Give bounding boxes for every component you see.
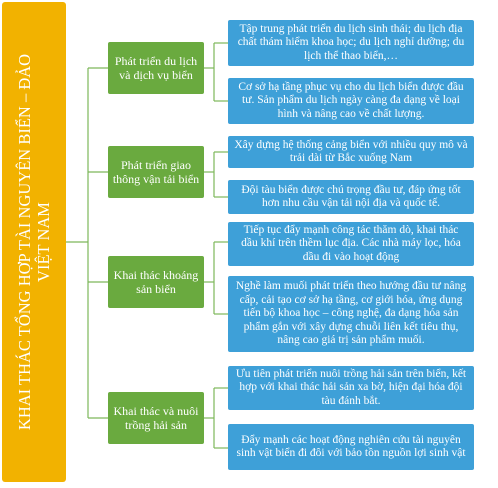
branch-tourism: Phát triển du lịch và dịch vụ biển [108, 42, 204, 94]
branch-fisheries: Khai thác và nuôi trồng hải sản [108, 392, 204, 444]
leaf-minerals-2: Nghề làm muối phát triển theo hướng đầu … [228, 276, 474, 352]
branch-transport: Phát triển giao thông vận tải biển [108, 146, 204, 198]
branch-minerals: Khai thác khoáng sản biển [108, 256, 204, 308]
branch-label: Khai thác và nuôi trồng hải sản [113, 404, 199, 432]
root-node: KHAI THÁC TỔNG HỢP TÀI NGUYÊN BIỂN – ĐẢO… [2, 2, 66, 482]
leaf-text: Đẩy mạnh các hoạt động nghiên cứu tài ng… [236, 433, 466, 460]
leaf-text: Xây dựng hệ thống cảng biển với nhiều qu… [234, 138, 468, 165]
leaf-minerals-1: Tiếp tục đẩy mạnh công tác thăm dò, khai… [228, 222, 474, 266]
leaf-text: Đội tàu biển được chú trọng đầu tư, đáp … [241, 183, 461, 210]
leaf-fisheries-1: Ưu tiên phát triển nuôi trồng hải sản tr… [228, 366, 474, 410]
leaf-text: Ưu tiên phát triển nuôi trồng hải sản tr… [235, 367, 467, 407]
branch-label: Khai thác khoáng sản biển [113, 268, 199, 296]
leaf-text: Tiếp tục đẩy mạnh công tác thăm dò, khai… [241, 223, 461, 263]
leaf-transport-2: Đội tàu biển được chú trọng đầu tư, đáp … [228, 180, 474, 214]
root-title-line1: KHAI THÁC TỔNG HỢP TÀI NGUYÊN BIỂN – ĐẢO [15, 53, 34, 431]
leaf-text: Nghề làm muối phát triển theo hướng đầu … [235, 280, 467, 347]
branch-label: Phát triển du lịch và dịch vụ biển [114, 54, 198, 82]
leaf-text: Cơ sở hạ tầng phục vụ cho du lịch biển đ… [238, 80, 464, 120]
leaf-tourism-2: Cơ sở hạ tầng phục vụ cho du lịch biển đ… [228, 78, 474, 124]
root-title: KHAI THÁC TỔNG HỢP TÀI NGUYÊN BIỂN – ĐẢO… [15, 54, 53, 430]
branch-label: Phát triển giao thông vận tải biển [112, 158, 200, 186]
leaf-fisheries-2: Đẩy mạnh các hoạt động nghiên cứu tài ng… [228, 424, 474, 470]
root-title-line2: VIỆT NAM [34, 202, 53, 282]
leaf-text: Tập trung phát triển du lịch sinh thái; … [237, 22, 465, 62]
leaf-tourism-1: Tập trung phát triển du lịch sinh thái; … [228, 20, 474, 66]
leaf-transport-1: Xây dựng hệ thống cảng biển với nhiều qu… [228, 136, 474, 168]
